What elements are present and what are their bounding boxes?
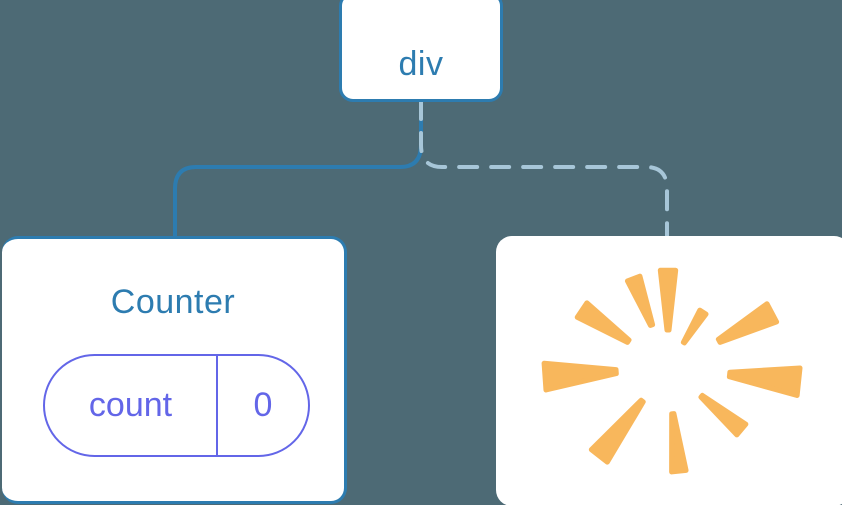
burst-ray-1 bbox=[657, 267, 679, 333]
state-key-label: count bbox=[45, 356, 218, 455]
connector-root-to-counter bbox=[173, 99, 423, 240]
burst-ray-3 bbox=[715, 301, 780, 345]
node-counter-label: Counter bbox=[110, 283, 236, 321]
node-div[interactable]: div bbox=[339, 0, 503, 102]
burst-icon bbox=[541, 267, 803, 475]
connector-root-to-burst bbox=[419, 99, 669, 240]
burst-ray-5 bbox=[698, 392, 749, 438]
node-div-label: div bbox=[398, 45, 444, 83]
burst-ray-10 bbox=[624, 273, 656, 328]
burst-ray-4 bbox=[726, 365, 803, 398]
state-pill-count[interactable]: count 0 bbox=[43, 354, 310, 457]
burst-ray-2 bbox=[680, 307, 709, 346]
burst-ray-6 bbox=[669, 411, 689, 475]
node-burst[interactable] bbox=[496, 236, 842, 505]
burst-ray-9 bbox=[574, 300, 632, 345]
state-value-label: 0 bbox=[253, 386, 273, 424]
burst-ray-7 bbox=[588, 397, 646, 465]
burst-ray-8 bbox=[541, 360, 619, 393]
